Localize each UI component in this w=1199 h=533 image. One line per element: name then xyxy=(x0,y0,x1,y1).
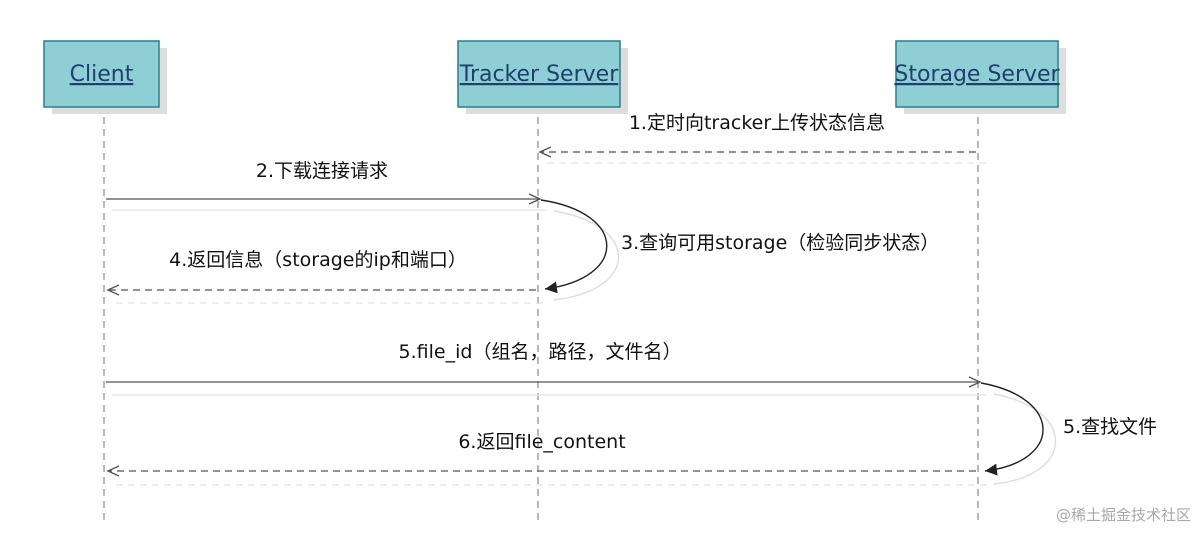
message-3-label: 3.查询可用storage（检验同步状态） xyxy=(621,232,939,254)
actor-tracker: Tracker Server xyxy=(457,40,628,114)
message-3: 3.查询可用storage（检验同步状态） xyxy=(540,199,939,301)
actor-storage: Storage Server xyxy=(894,40,1066,114)
message-6-label: 5.查找文件 xyxy=(1063,416,1157,438)
message-7-label: 6.返回file_content xyxy=(458,431,625,453)
message-2: 2.下载连接请求 xyxy=(106,160,546,211)
message-1: 1.定时向tracker上传状态信息 xyxy=(538,112,986,164)
message-5-label: 5.file_id（组名，路径，文件名） xyxy=(399,341,682,363)
actor-storage-label: Storage Server xyxy=(894,62,1060,87)
actor-tracker-label: Tracker Server xyxy=(459,62,619,87)
watermark: @稀土掘金技术社区 xyxy=(1055,506,1191,524)
actor-client: Client xyxy=(43,40,167,114)
message-7: 6.返回file_content xyxy=(106,431,988,486)
message-5: 5.file_id（组名，路径，文件名） xyxy=(106,341,986,396)
message-2-label: 2.下载连接请求 xyxy=(256,160,388,182)
message-6: 5.查找文件 xyxy=(980,382,1157,485)
message-4-label: 4.返回信息（storage的ip和端口） xyxy=(169,249,467,271)
message-1-label: 1.定时向tracker上传状态信息 xyxy=(629,112,885,134)
actor-client-label: Client xyxy=(70,62,134,87)
message-4: 4.返回信息（storage的ip和端口） xyxy=(106,249,548,304)
